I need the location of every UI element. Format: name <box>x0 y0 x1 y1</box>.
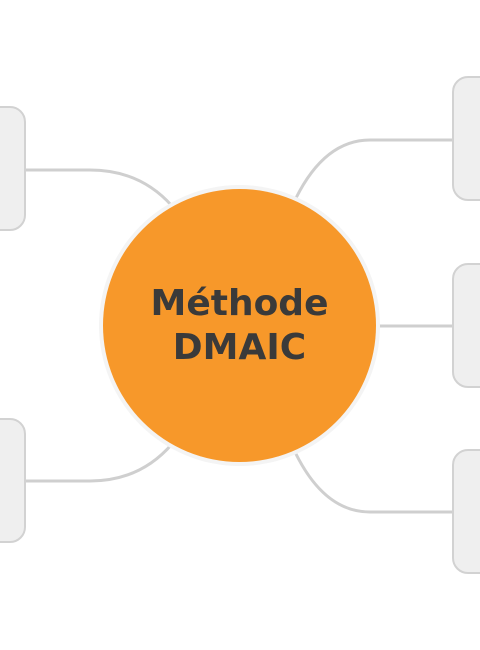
branch-node-right-mid[interactable] <box>452 263 480 388</box>
branch-node-left-top[interactable] <box>0 106 26 231</box>
branch-node-left-bottom[interactable] <box>0 418 26 543</box>
branch-node-right-bottom[interactable] <box>452 449 480 574</box>
central-topic-node[interactable]: Méthode DMAIC <box>103 189 376 462</box>
connector-right-bottom <box>294 452 454 514</box>
connector-left-top <box>24 168 174 208</box>
central-topic-title: Méthode DMAIC <box>150 282 329 368</box>
connector-left-bottom <box>24 442 174 483</box>
connector-right-top <box>294 138 454 200</box>
branch-node-right-top[interactable] <box>452 76 480 201</box>
